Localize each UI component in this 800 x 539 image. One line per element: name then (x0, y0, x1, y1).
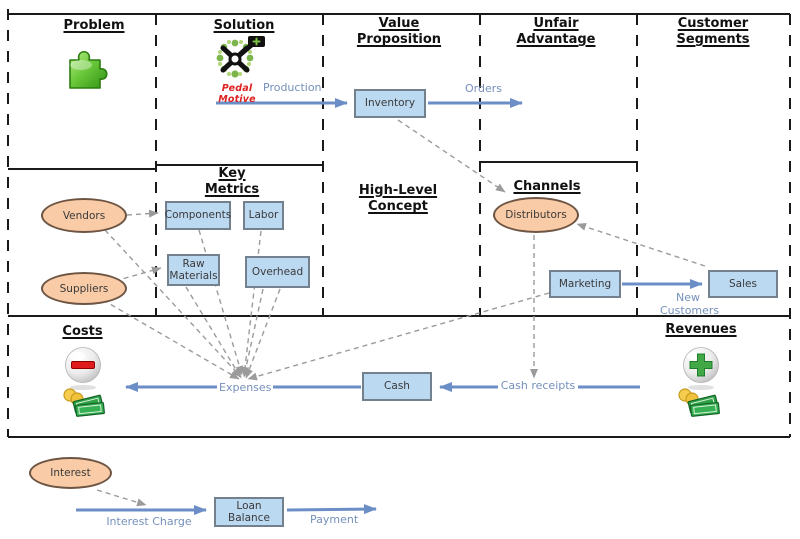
node-inventory[interactable]: Inventory (354, 89, 426, 118)
money-icon (674, 386, 724, 422)
node-sales[interactable]: Sales (708, 270, 778, 298)
connector-components-expenses (198, 229, 244, 376)
section-channels: Channels (513, 179, 581, 194)
node-loan-balance[interactable]: Loan Balance (214, 497, 284, 527)
flow-label-expenses: Expenses (217, 381, 273, 395)
canvas-frame (8, 13, 790, 438)
connector-marketing-expenses (247, 292, 550, 381)
flow-label-orders: Orders (465, 82, 502, 95)
puzzle-icon (57, 41, 109, 97)
connector-labor-expenses (241, 230, 262, 377)
section-costs: Costs (62, 324, 103, 339)
flow-label-cash-receipts: Cash receipts (498, 379, 578, 393)
section-key-metrics: Key Metrics (204, 166, 260, 198)
node-overhead[interactable]: Overhead (245, 256, 310, 288)
connector-vendors-components (126, 209, 159, 218)
flow-label-new-customers: New Customers (660, 291, 720, 317)
node-distributors[interactable]: Distributors (493, 197, 579, 233)
node-suppliers[interactable]: Suppliers (41, 272, 127, 305)
pedal-motive-logo (210, 35, 268, 87)
section-problem: Problem (63, 18, 125, 33)
connector-overhead-expenses-a (241, 288, 264, 378)
flow-label-interest-charge: Interest Charge (106, 515, 192, 528)
flow-label-production: Production (263, 81, 322, 94)
section-solution: Solution (213, 18, 275, 33)
connector-interest-interestcharge (96, 489, 147, 507)
connector-vendors-expenses (104, 229, 242, 378)
money-icon (59, 386, 109, 422)
section-customer-segments: Customer Segments (676, 16, 750, 48)
brand-name: Pedal Motive (218, 83, 256, 105)
plus-sphere-icon (680, 345, 722, 395)
section-unfair-advantage: Unfair Advantage (516, 16, 596, 48)
arrow-payment (286, 504, 377, 515)
connector-inventory-distributors (397, 119, 506, 193)
section-revenues: Revenues (665, 322, 737, 337)
connector-overhead-expenses-b (245, 288, 281, 379)
node-components[interactable]: Components (165, 201, 231, 230)
minus-sphere-icon (62, 345, 104, 395)
node-labor[interactable]: Labor (243, 201, 284, 230)
node-cash[interactable]: Cash (362, 372, 432, 401)
connector-suppliers-rawmaterials (114, 266, 162, 282)
node-raw-materials[interactable]: Raw Materials (167, 254, 220, 286)
flow-label-payment: Payment (310, 513, 359, 526)
node-marketing[interactable]: Marketing (549, 270, 621, 298)
node-interest[interactable]: Interest (29, 457, 112, 489)
section-high-level-concept: High-Level Concept (358, 183, 438, 215)
connector-sales-distributors (576, 223, 706, 267)
section-value-proposition: Value Proposition (356, 16, 442, 48)
node-vendors[interactable]: Vendors (41, 198, 127, 233)
canvas-dividers (7, 9, 791, 437)
